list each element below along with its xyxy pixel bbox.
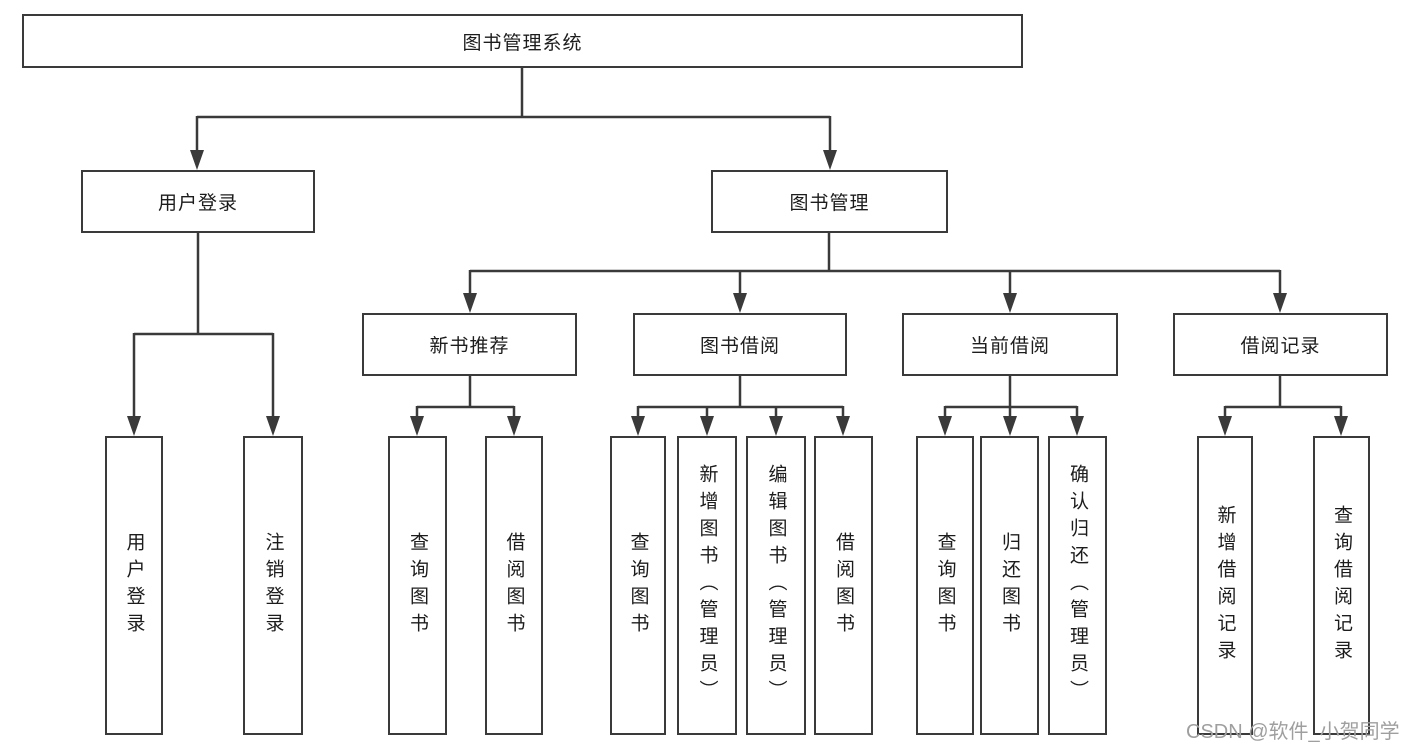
node-label: 用户登录 bbox=[157, 193, 238, 214]
node-new-book-recommend: 新书推荐 bbox=[362, 313, 577, 376]
leaf-borrow-books: 借阅图书 bbox=[814, 436, 873, 735]
node-label: 确认归还（管理员） bbox=[1067, 464, 1088, 707]
leaf-query-borrow-record: 查询借阅记录 bbox=[1313, 436, 1370, 735]
node-book-borrowing: 图书借阅 bbox=[633, 313, 847, 376]
leaf-add-books-admin: 新增图书（管理员） bbox=[677, 436, 737, 735]
node-label: 查询图书 bbox=[627, 531, 649, 640]
watermark-text: CSDN @软件_小贺同学 bbox=[1186, 721, 1400, 743]
node-book-management: 图书管理 bbox=[711, 170, 948, 233]
node-label: 查询借阅记录 bbox=[1331, 504, 1352, 667]
leaf-logout: 注销登录 bbox=[243, 436, 303, 735]
node-library-system: 图书管理系统 bbox=[22, 14, 1023, 68]
node-label: 新书推荐 bbox=[429, 336, 510, 357]
node-label: 借阅图书 bbox=[503, 531, 525, 640]
node-label: 新增借阅记录 bbox=[1214, 504, 1236, 667]
leaf-query-books-recommend: 查询图书 bbox=[388, 436, 447, 735]
leaf-query-books-current: 查询图书 bbox=[916, 436, 974, 735]
node-label: 图书管理系统 bbox=[462, 32, 583, 54]
node-label: 查询图书 bbox=[934, 531, 956, 640]
leaf-add-borrow-record: 新增借阅记录 bbox=[1197, 436, 1253, 735]
leaf-confirm-return-admin: 确认归还（管理员） bbox=[1048, 436, 1107, 735]
node-label: 图书借阅 bbox=[699, 336, 780, 357]
leaf-return-books: 归还图书 bbox=[980, 436, 1039, 735]
node-label: 图书管理 bbox=[789, 193, 870, 214]
node-label: 当前借阅 bbox=[969, 336, 1050, 357]
node-label: 编辑图书（管理员） bbox=[765, 464, 787, 707]
leaf-borrow-books-recommend: 借阅图书 bbox=[485, 436, 543, 735]
leaf-query-books-borrowing: 查询图书 bbox=[610, 436, 666, 735]
node-label: 用户登录 bbox=[123, 531, 145, 640]
node-label: 新增图书（管理员） bbox=[696, 464, 718, 707]
node-label: 借阅图书 bbox=[833, 531, 854, 640]
leaf-user-login: 用户登录 bbox=[105, 436, 163, 735]
node-borrowing-records: 借阅记录 bbox=[1173, 313, 1388, 376]
node-label: 借阅记录 bbox=[1240, 336, 1321, 357]
node-label: 注销登录 bbox=[262, 531, 284, 640]
node-user-login: 用户登录 bbox=[81, 170, 315, 233]
node-current-borrowing: 当前借阅 bbox=[902, 313, 1118, 376]
leaf-edit-books-admin: 编辑图书（管理员） bbox=[746, 436, 806, 735]
node-label: 查询图书 bbox=[407, 531, 428, 640]
node-label: 归还图书 bbox=[999, 531, 1020, 640]
